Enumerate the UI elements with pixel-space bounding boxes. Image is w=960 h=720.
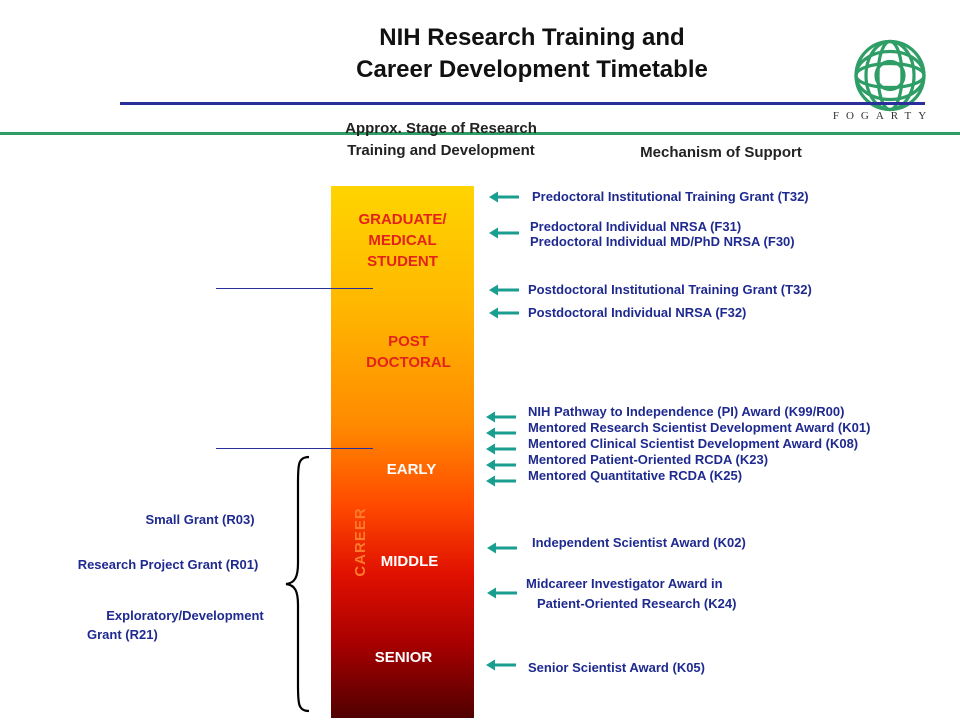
header-rule-green: [0, 132, 960, 135]
mechanism-k99: NIH Pathway to Independence (PI) Award (…: [528, 404, 845, 419]
header-rule-blue: [120, 102, 925, 105]
stage-graduate: GRADUATE/ MEDICAL STUDENT: [331, 209, 474, 272]
mechanism-f30: Predoctoral Individual MD/PhD NRSA (F30): [530, 234, 795, 249]
stage-postdoc-line-1: POST: [388, 333, 429, 350]
stage-gradient-bar: [331, 186, 474, 718]
fogarty-wordmark: FOGARTY: [832, 110, 934, 122]
grant-r21-line-2: Grant (R21): [87, 627, 158, 642]
arrow-left-icon: [486, 443, 516, 455]
divider-postdoc-career: [216, 448, 373, 449]
arrow-left-icon: [486, 427, 516, 439]
stage-early: EARLY: [386, 461, 437, 478]
arrow-left-icon: [489, 191, 519, 203]
mechanism-k24-line-2: Patient-Oriented Research (K24): [537, 596, 737, 611]
mechanism-header: Mechanism of Support: [640, 144, 802, 161]
mechanism-k05: Senior Scientist Award (K05): [528, 660, 705, 675]
curly-brace-icon: [285, 455, 310, 713]
stage-middle: MIDDLE: [380, 553, 439, 570]
title-line-1: NIH Research Training and: [379, 24, 685, 51]
mechanism-f31: Predoctoral Individual NRSA (F31): [530, 219, 742, 234]
arrow-left-icon: [486, 659, 516, 671]
arrow-left-icon: [487, 542, 517, 554]
title-line-2: Career Development Timetable: [356, 56, 708, 83]
mechanism-k23: Mentored Patient-Oriented RCDA (K23): [528, 452, 769, 467]
grant-r21: Exploratory/Development Grant (R21): [75, 606, 295, 644]
fogarty-logo-icon: [854, 39, 926, 112]
stage-header-line-2: Training and Development: [347, 142, 535, 159]
grant-r03: Small Grant (R03): [145, 512, 255, 527]
stage-graduate-line-2: MEDICAL: [368, 232, 437, 249]
arrow-left-icon: [489, 227, 519, 239]
stage-header-line-1: Approx. Stage of Research: [345, 120, 537, 137]
stage-postdoc: POST DOCTORAL: [337, 331, 480, 373]
divider-grad-postdoc: [216, 288, 373, 289]
mechanism-t32-postdoc: Postdoctoral Institutional Training Gran…: [528, 282, 812, 297]
mechanism-k08: Mentored Clinical Scientist Development …: [528, 436, 859, 451]
mechanism-f32: Postdoctoral Individual NRSA (F32): [528, 305, 747, 320]
grant-r01: Research Project Grant (R01): [77, 557, 259, 572]
arrow-left-icon: [486, 475, 516, 487]
mechanism-k02: Independent Scientist Award (K02): [532, 535, 746, 550]
mechanism-t32-predoc: Predoctoral Institutional Training Grant…: [532, 189, 809, 204]
arrow-left-icon: [489, 307, 519, 319]
mechanism-k25: Mentored Quantitative RCDA (K25): [528, 468, 743, 483]
page-title: NIH Research Training and Career Develop…: [300, 22, 764, 86]
stage-header: Approx. Stage of Research Training and D…: [310, 118, 572, 162]
career-label: CAREER: [352, 507, 369, 577]
mechanism-k01: Mentored Research Scientist Development …: [528, 420, 871, 435]
arrow-left-icon: [489, 284, 519, 296]
arrow-left-icon: [486, 459, 516, 471]
stage-graduate-line-3: STUDENT: [367, 253, 438, 270]
stage-senior: SENIOR: [374, 649, 433, 666]
mechanism-k24-line-1: Midcareer Investigator Award in: [526, 576, 723, 591]
arrow-left-icon: [486, 411, 516, 423]
grant-r21-line-1: Exploratory/Development: [106, 608, 264, 623]
arrow-left-icon: [487, 587, 517, 599]
stage-graduate-line-1: GRADUATE/: [358, 211, 447, 228]
stage-postdoc-line-2: DOCTORAL: [366, 354, 451, 371]
